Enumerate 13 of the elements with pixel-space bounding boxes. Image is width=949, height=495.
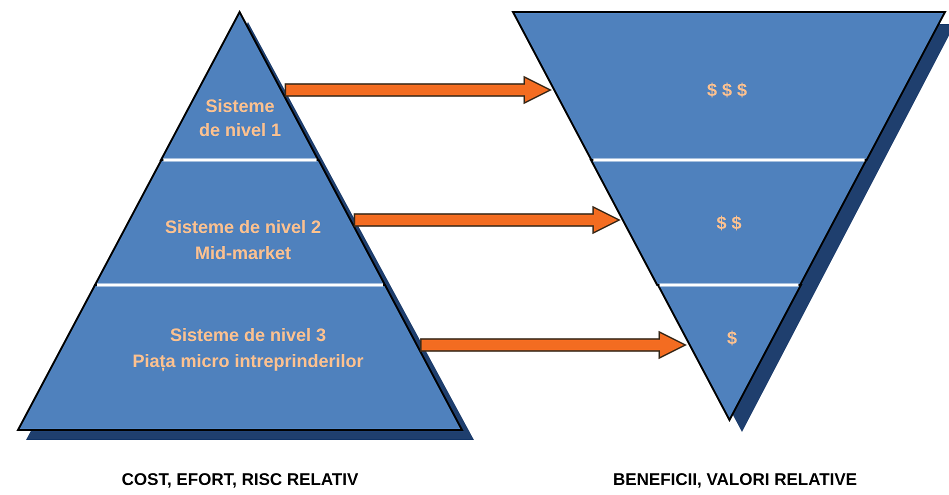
tier-label: Sisteme de nivel 1 bbox=[198, 95, 282, 142]
block-arrow bbox=[420, 330, 687, 360]
tier-label: Sisteme de nivel 3 bbox=[168, 324, 328, 347]
tier-label: Mid-market bbox=[194, 242, 292, 265]
block-arrow bbox=[284, 76, 552, 104]
block-arrow bbox=[354, 206, 621, 234]
tier-label: Piața micro intreprinderilor bbox=[131, 350, 365, 373]
axis-caption: COST, EFORT, RISC RELATIV bbox=[122, 470, 358, 490]
axis-caption: BENEFICII, VALORI RELATIVE bbox=[613, 470, 857, 490]
tier-label: $ $ bbox=[715, 212, 742, 235]
tier-label: $ $ $ bbox=[706, 79, 748, 102]
tier-label: Sisteme de nivel 2 bbox=[164, 216, 322, 239]
tier-label: $ bbox=[726, 327, 738, 350]
